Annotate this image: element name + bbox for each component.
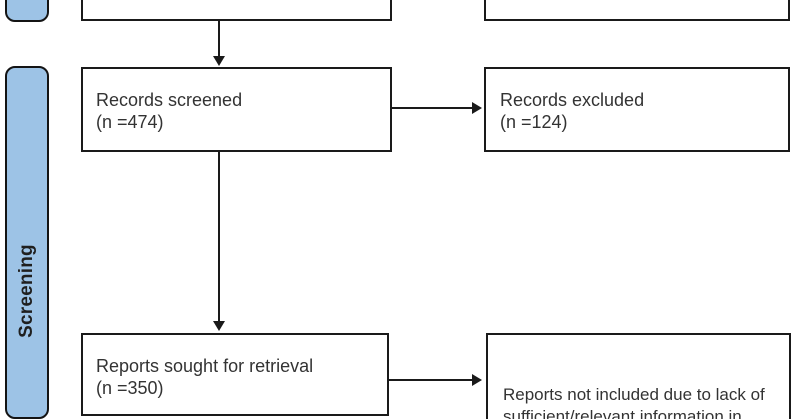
arrow-identification-to-screened-line — [218, 21, 220, 57]
arrow-screened-to-excluded-head-icon — [472, 102, 482, 115]
arrow-screened-to-excluded-line — [392, 107, 472, 109]
records-screened-count: (n =474) — [96, 112, 164, 132]
identification-right-box-partial — [484, 0, 790, 21]
records-screened-box: Records screened (n =474) — [81, 67, 392, 152]
records-excluded-box: Records excluded (n =124) — [484, 67, 790, 152]
records-screened-text: Records screened — [96, 90, 243, 110]
arrow-identification-to-screened-head-icon — [213, 56, 225, 66]
arrow-sought-to-not-included-head-icon — [472, 374, 482, 387]
reports-not-included-text-line1: Reports not included due to lack of — [503, 385, 765, 404]
records-excluded-text: Records excluded — [500, 90, 645, 110]
reports-sought-box: Reports sought for retrieval (n =350) — [81, 333, 389, 416]
reports-sought-count: (n =350) — [96, 377, 164, 398]
identification-stage-tab-partial — [5, 0, 49, 22]
reports-not-included-box: Reports not included due to lack of suff… — [486, 333, 791, 419]
identification-left-box-partial — [81, 0, 392, 21]
arrow-sought-to-not-included-line — [389, 379, 472, 381]
screening-stage-label: Screening — [16, 244, 37, 338]
arrow-screened-to-sought-head-icon — [213, 321, 225, 331]
records-excluded-count: (n =124) — [500, 112, 568, 132]
reports-sought-text: Reports sought for retrieval — [96, 355, 314, 376]
screening-stage-tab — [5, 66, 49, 419]
reports-not-included-text-line2: sufficient/relevant information in — [503, 407, 742, 419]
arrow-screened-to-sought-line — [218, 152, 220, 321]
